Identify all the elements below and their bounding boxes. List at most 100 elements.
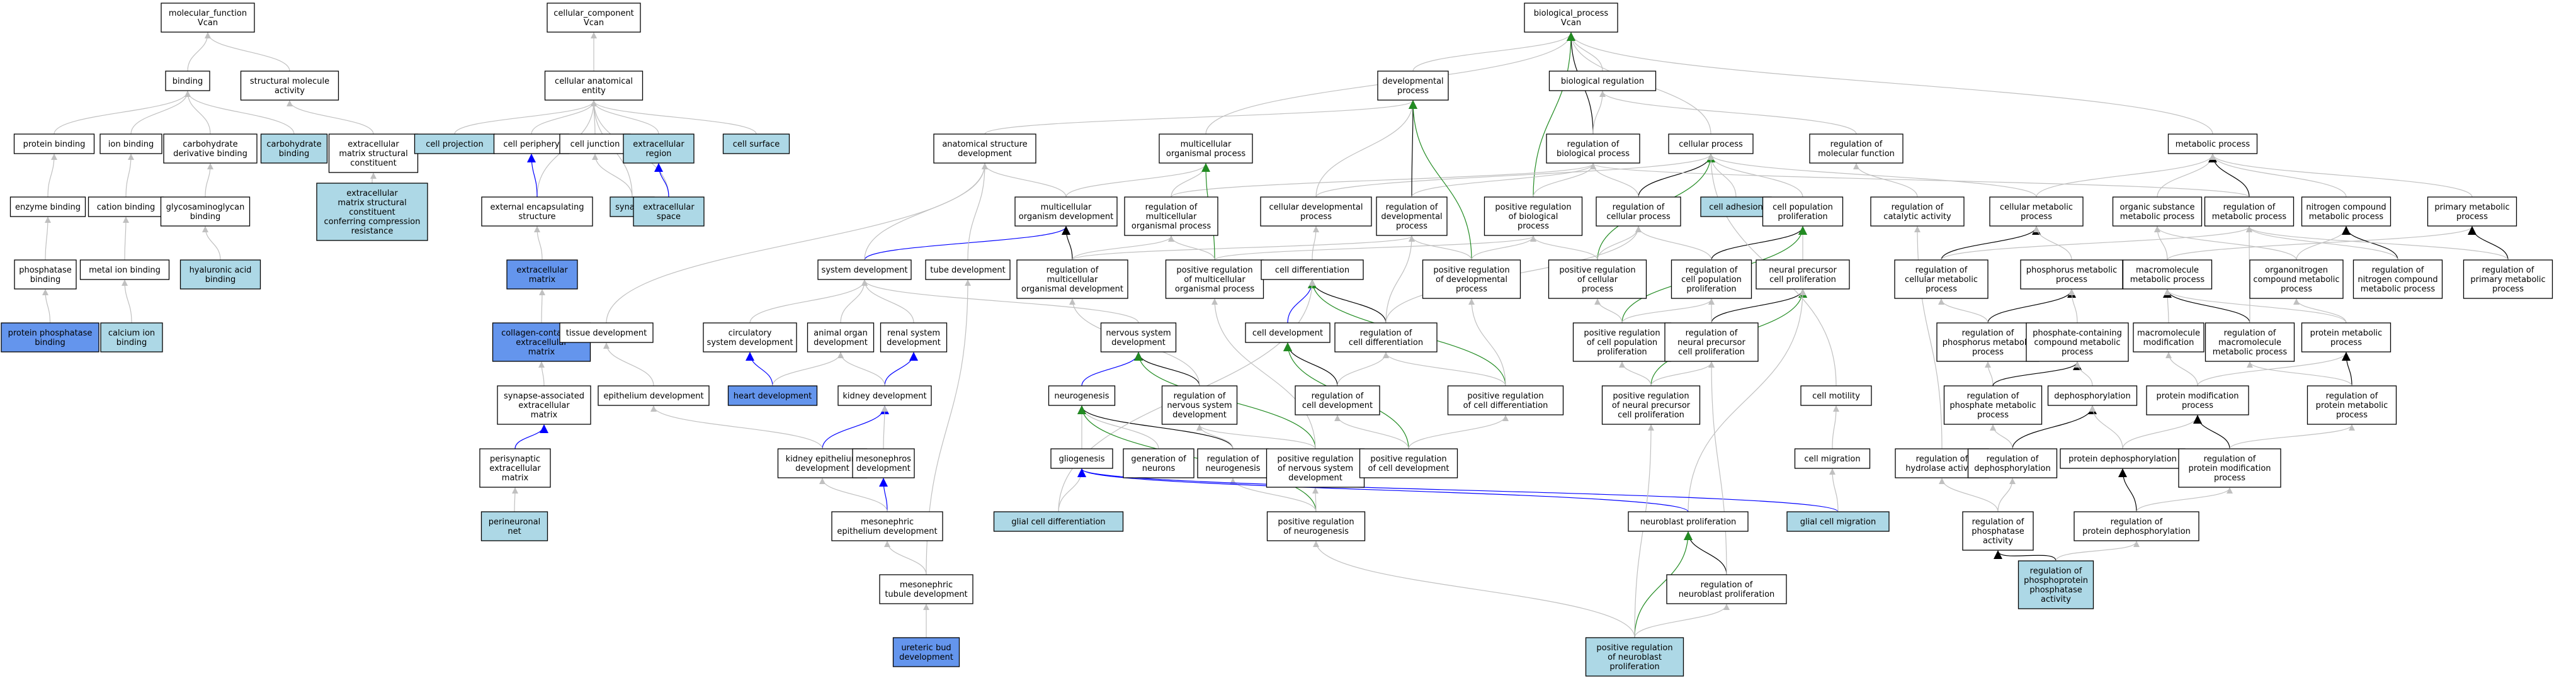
relation-edge: [2210, 154, 2347, 198]
term-box: [623, 133, 695, 164]
relation-edge: [1081, 352, 1143, 387]
term-box: [260, 133, 328, 164]
term-label: extracellular: [348, 140, 399, 149]
term-label: process: [1582, 285, 1613, 294]
term-label: organonitrogen: [2265, 266, 2328, 275]
relation-edge: [122, 217, 129, 261]
relation-edge: [2296, 226, 2349, 261]
term-box: [1484, 196, 1583, 236]
term-node: heart development: [727, 385, 818, 406]
relation-edge: [1171, 163, 1596, 198]
relation-edge: [1635, 226, 1712, 261]
relation-edge: [1315, 154, 1714, 198]
term-node: cellular process: [1668, 133, 1754, 154]
relation-edge: [122, 279, 132, 324]
relation-edge: [1077, 468, 1839, 512]
term-label: positive regulation: [1495, 203, 1571, 212]
relation-edge: [1650, 361, 1715, 387]
term-label: biological process: [1557, 149, 1630, 159]
relation-edge: [2164, 289, 2171, 324]
relation-edge: [1077, 468, 1689, 512]
relation-edge: [1337, 352, 1389, 387]
term-node: cell periphery: [493, 133, 570, 154]
relation-edge: [1313, 541, 1635, 638]
term-label: cell proliferation: [1769, 275, 1836, 285]
relation-edge: [2229, 424, 2355, 449]
term-box: [1762, 196, 1844, 227]
term-label: of multicellular: [1184, 275, 1245, 285]
term-label: regulation of: [1360, 329, 1412, 338]
term-label: cell motility: [1812, 392, 1860, 401]
term-node: protein binding: [13, 133, 95, 154]
term-label: cell migration: [1804, 454, 1860, 464]
term-label: process: [1972, 347, 2004, 357]
term-box: [1295, 385, 1380, 415]
term-label: molecular_function: [169, 9, 247, 18]
term-box: [1700, 196, 1772, 217]
term-box: [852, 448, 915, 478]
term-box: [1048, 385, 1116, 406]
term-box: [1894, 259, 1989, 299]
relation-edge: [2074, 361, 2093, 387]
term-box: [831, 511, 943, 541]
term-label: development: [958, 149, 1012, 159]
term-label: phosphate metabolic: [1949, 401, 2036, 410]
relation-edge: [1594, 298, 1623, 324]
term-label: positive regulation: [1559, 266, 1635, 275]
term-label: positive regulation: [1596, 643, 1672, 653]
relation-edge: [514, 424, 548, 449]
term-label: binding: [190, 212, 220, 222]
relation-edge: [2246, 226, 2509, 261]
term-label: process: [1396, 222, 1427, 231]
relation-edge: [879, 478, 888, 512]
term-box: [2074, 511, 2199, 541]
term-box: [1266, 511, 1366, 541]
term-box: [993, 511, 1124, 532]
term-box: [1159, 133, 1253, 164]
term-label: derivative binding: [173, 149, 247, 159]
relation-edge: [1997, 478, 2016, 512]
term-box: [506, 259, 578, 290]
relation-edge: [1829, 468, 1839, 512]
term-label: nervous system: [1167, 401, 1232, 410]
term-label: protein phosphatase: [8, 329, 93, 338]
term-label: development: [795, 464, 849, 473]
relation-edge: [982, 163, 1067, 198]
term-label: protein modification: [2188, 464, 2271, 473]
term-label: structural molecule: [250, 77, 329, 86]
term-box: [1870, 196, 1965, 227]
term-box: [79, 259, 170, 280]
term-label: extracellular: [518, 401, 570, 410]
term-label: regulation of: [1962, 329, 2014, 338]
relation-edge: [1941, 226, 2041, 261]
relation-edge: [2468, 226, 2509, 261]
term-label: development: [1111, 338, 1166, 347]
relation-edge: [1385, 235, 1415, 324]
term-box: [722, 133, 790, 154]
term-label: regulation of: [1987, 454, 2039, 464]
term-node: protein dephosphorylation: [2060, 448, 2186, 469]
term-label: matrix structural: [338, 198, 406, 208]
term-label: gliogenesis: [1058, 454, 1104, 464]
term-label: cellular metabolic: [1905, 275, 1978, 285]
term-box: [1585, 637, 1684, 677]
term-node: neuroblast proliferation: [1628, 511, 1749, 532]
